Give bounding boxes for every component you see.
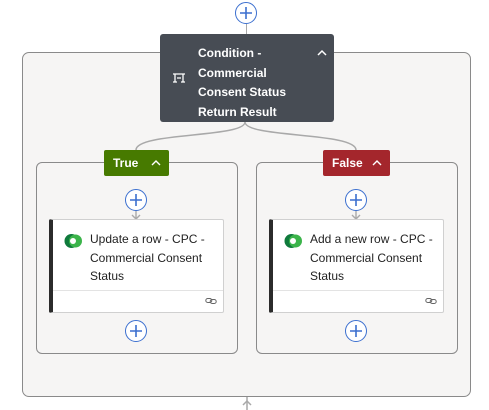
- false-branch-label: False: [332, 156, 363, 170]
- update-row-action-card[interactable]: Update a row - CPC - Commercial Consent …: [49, 219, 224, 313]
- dataverse-icon: [284, 234, 302, 248]
- true-branch-label: True: [113, 156, 139, 170]
- add-step-false-bottom-button[interactable]: [345, 320, 367, 342]
- chevron-up-icon[interactable]: [316, 47, 328, 59]
- false-branch-pill[interactable]: False: [323, 150, 390, 176]
- chevron-up-icon: [372, 160, 382, 166]
- condition-title: Condition - Commercial Consent Status Re…: [198, 46, 287, 119]
- update-row-action-title: Update a row - CPC - Commercial Consent …: [90, 232, 205, 283]
- add-step-true-top-button[interactable]: [125, 189, 147, 211]
- plus-icon: [350, 325, 362, 337]
- plus-icon: [240, 7, 252, 19]
- add-row-action-card[interactable]: Add a new row - CPC - Commercial Consent…: [269, 219, 444, 313]
- card-divider: [53, 290, 223, 291]
- condition-icon: [173, 73, 185, 83]
- add-step-top-button[interactable]: [235, 2, 257, 24]
- link-icon[interactable]: [425, 296, 437, 306]
- dataverse-icon: [64, 234, 82, 248]
- chevron-up-icon: [151, 160, 161, 166]
- card-divider: [273, 290, 443, 291]
- plus-icon: [130, 194, 142, 206]
- connector: [246, 24, 247, 34]
- link-icon[interactable]: [205, 296, 217, 306]
- plus-icon: [350, 194, 362, 206]
- add-row-action-title: Add a new row - CPC - Commercial Consent…: [310, 232, 433, 283]
- condition-card[interactable]: Condition - Commercial Consent Status Re…: [160, 34, 334, 122]
- add-step-false-top-button[interactable]: [345, 189, 367, 211]
- true-branch-pill[interactable]: True: [104, 150, 169, 176]
- plus-icon: [130, 325, 142, 337]
- add-step-true-bottom-button[interactable]: [125, 320, 147, 342]
